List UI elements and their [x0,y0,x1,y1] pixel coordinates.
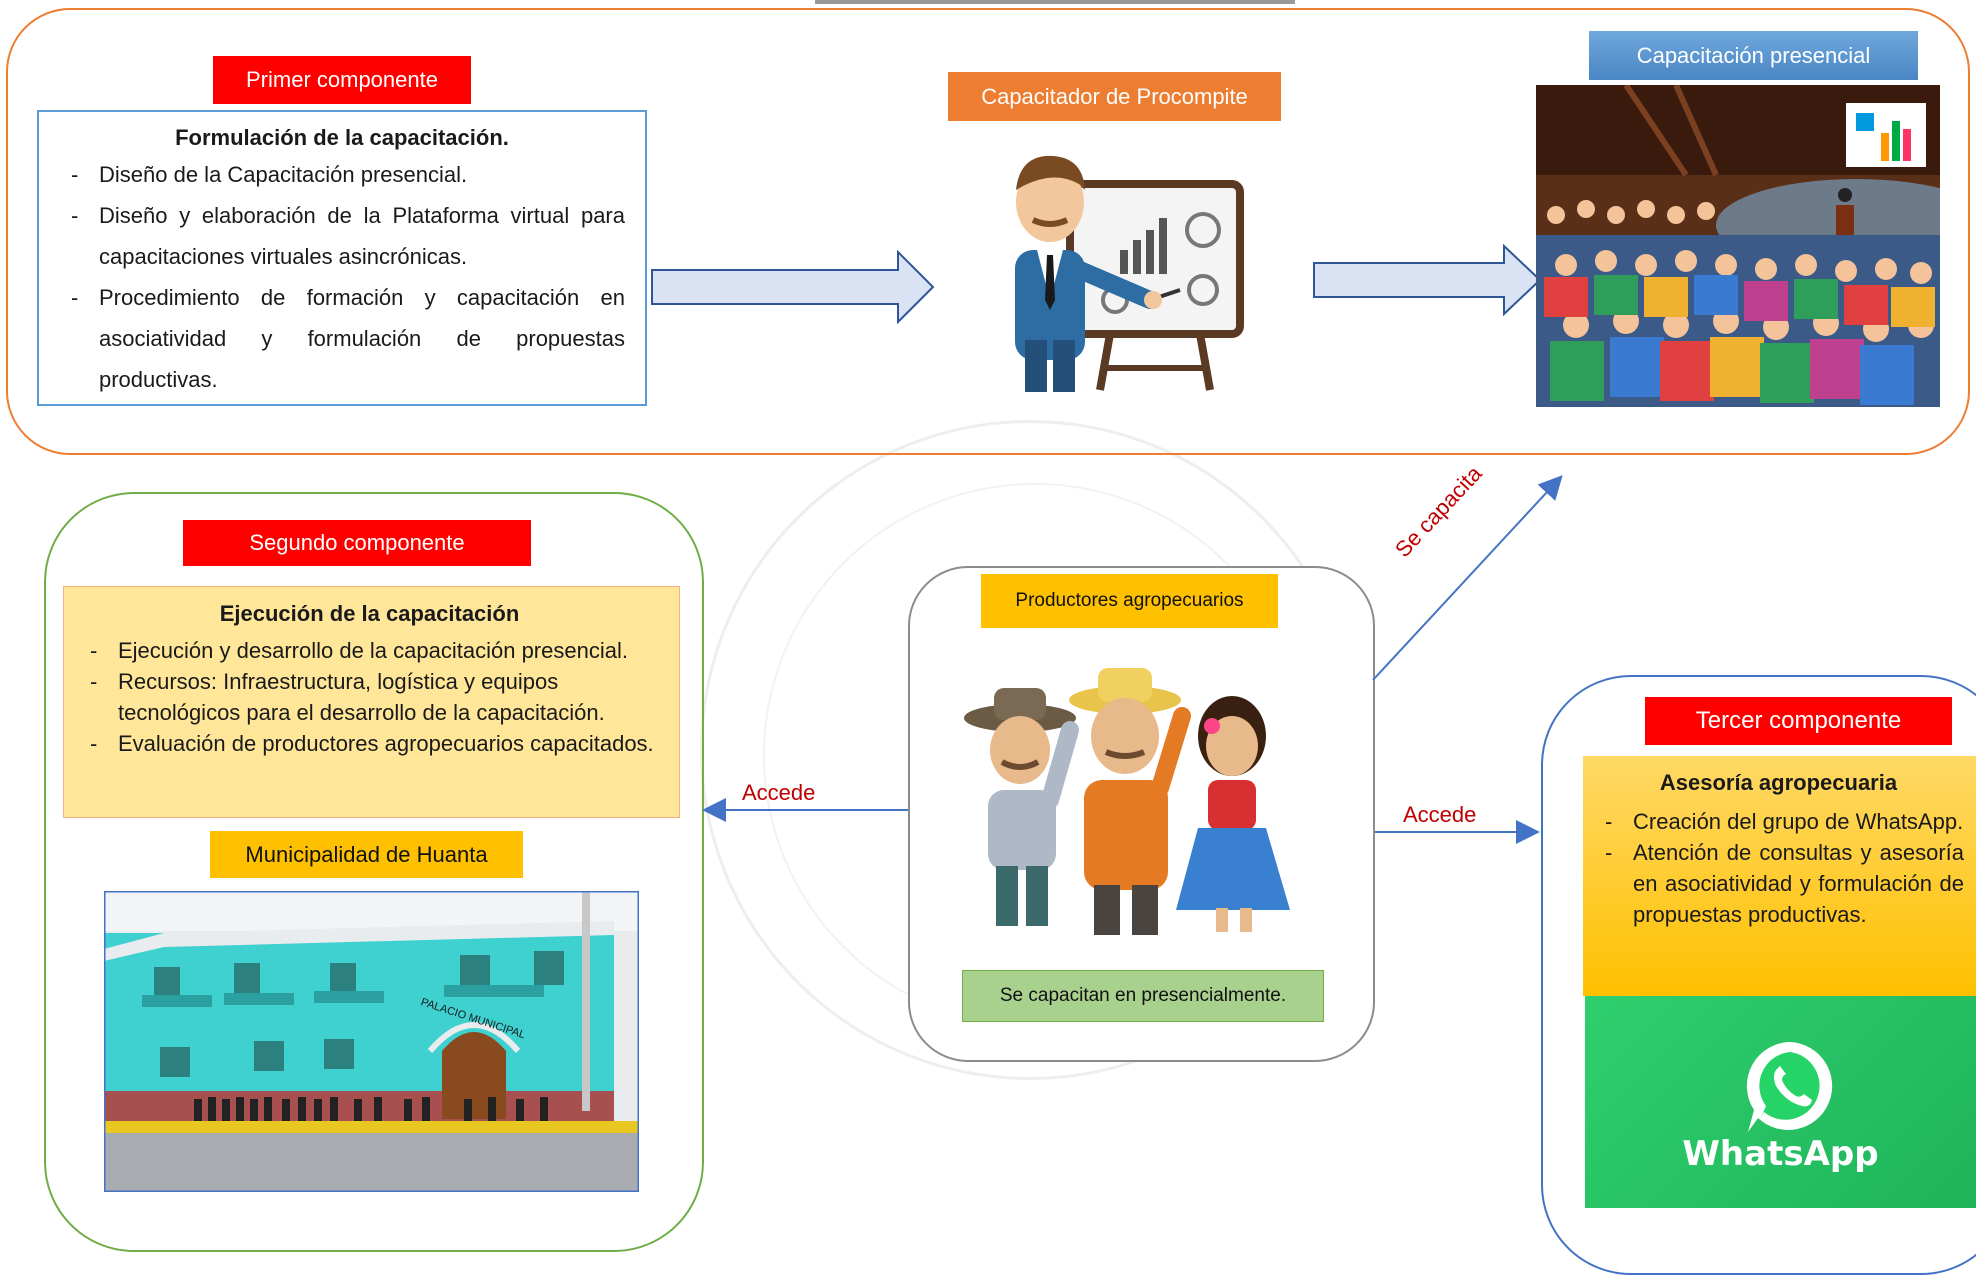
formulacion-box: Formulación de la capacitación. Diseño d… [37,110,647,406]
capacitador-tag: Capacitador de Procompite [948,72,1281,121]
asesoria-item: Atención de consultas y asesoría en asoc… [1593,837,1964,930]
ejecucion-item: Evaluación de productores agropecuarios … [78,728,661,759]
asesoria-item: Creación del grupo de WhatsApp. [1593,806,1964,837]
farmers-illustration [964,668,1290,935]
ejecucion-list: Ejecución y desarrollo de la capacitació… [78,635,661,759]
ejecucion-item: Recursos: Infraestructura, logística y e… [78,666,661,728]
tercer-componente-tag: Tercer componente [1645,697,1952,745]
accede-right-label: Accede [1403,802,1477,827]
asesoria-list: Creación del grupo de WhatsApp. Atención… [1593,806,1964,930]
municipality-photo: PALACIO MUNICIPAL [104,891,639,1192]
top-strip [815,0,1295,4]
trainer-illustration [1015,155,1244,392]
formulacion-item: Procedimiento de formación y capacitació… [59,277,625,400]
flow-arrow-formulacion-to-trainer [651,250,935,324]
connector-arrows [702,475,1563,844]
whatsapp-logo-panel: WhatsApp [1585,996,1976,1208]
segundo-componente-tag: Segundo componente [183,520,531,566]
municipalidad-tag: Municipalidad de Huanta [210,831,523,878]
whatsapp-wordmark: WhatsApp [1682,1134,1879,1174]
primer-componente-tag: Primer componente [213,56,471,104]
formulacion-title: Formulación de la capacitación. [175,125,509,150]
flow-arrow-trainer-to-classroom [1313,244,1542,316]
productores-tag: Productores agropecuarios [981,574,1278,628]
capacitacion-presencial-tag: Capacitación presencial [1589,31,1918,80]
ejecucion-item: Ejecución y desarrollo de la capacitació… [78,635,661,666]
whatsapp-icon [1746,1042,1833,1132]
formulacion-item: Diseño y elaboración de la Plataforma vi… [59,195,625,277]
arrow-se-capacita [1372,475,1563,681]
primer-componente-group [6,8,1970,455]
asesoria-box: Asesoría agropecuaria Creación del grupo… [1583,756,1976,996]
accede-left-label: Accede [742,780,816,805]
asesoria-title: Asesoría agropecuaria [1659,770,1898,795]
formulacion-list: Diseño de la Capacitación presencial. Di… [59,154,625,400]
productores-caption: Se capacitan en presencialmente. [962,970,1324,1022]
classroom-photo [1536,85,1940,407]
formulacion-item: Diseño de la Capacitación presencial. [59,154,625,195]
ejecucion-title: Ejecución de la capacitación [219,601,520,626]
ejecucion-box: Ejecución de la capacitación Ejecución y… [63,586,680,818]
